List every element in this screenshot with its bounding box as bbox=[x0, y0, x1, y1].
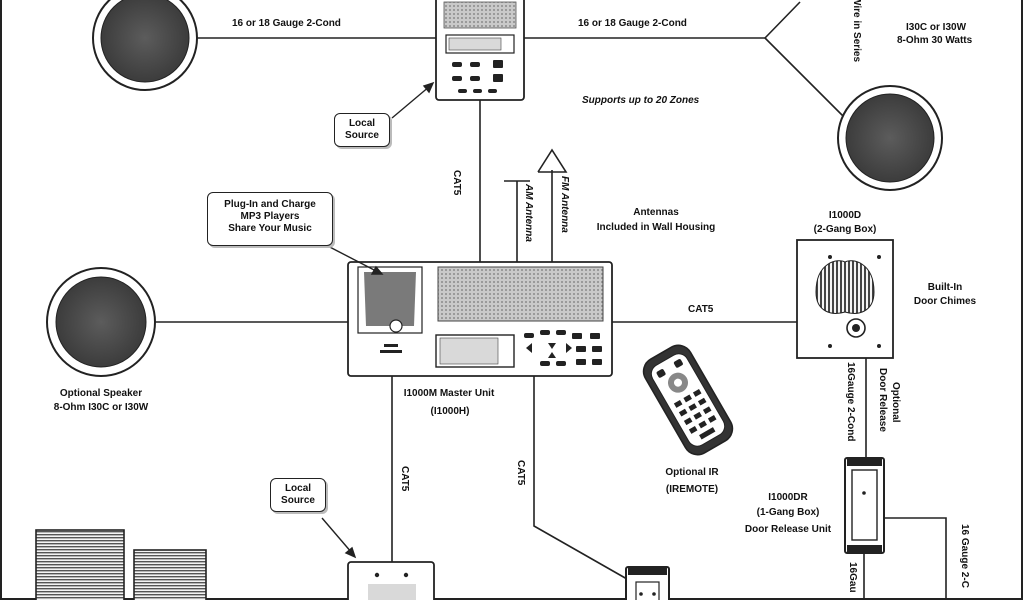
label-wire-top-left: 16 or 18 Gauge 2-Cond bbox=[232, 18, 341, 29]
speaker-top-right bbox=[837, 85, 943, 191]
callout-plugin-line3: Share Your Music bbox=[228, 223, 312, 234]
label-optional-speaker-spec: 8-Ohm I30C or I30W bbox=[53, 402, 149, 413]
wall-speaker-large bbox=[35, 529, 125, 600]
label-speaker-top-right-spec: 8-Ohm 30 Watts bbox=[897, 35, 973, 46]
master-unit bbox=[347, 261, 613, 377]
wires bbox=[155, 1, 947, 600]
label-wire-top-right: 16 or 18 Gauge 2-Cond bbox=[578, 18, 687, 29]
label-master-unit: I1000M Master Unit bbox=[403, 388, 495, 399]
callout-local-source-bottom: Local Source bbox=[270, 478, 326, 512]
wire-series-down bbox=[764, 37, 846, 119]
label-i1000dr-title: Door Release Unit bbox=[744, 524, 832, 535]
label-door-chimes: Door Chimes bbox=[913, 296, 977, 307]
wire-cat5-bottom-mid bbox=[533, 376, 635, 584]
label-optional-speaker: Optional Speaker bbox=[59, 388, 143, 399]
callout-local-source-top: Local Source bbox=[334, 113, 390, 147]
wire-series-up bbox=[764, 1, 801, 39]
callout-arrows bbox=[321, 81, 435, 559]
antennas bbox=[504, 148, 568, 262]
label-antennas-title: Antennas bbox=[633, 207, 679, 218]
bottom-door-unit bbox=[625, 566, 670, 600]
callout-local-source-top-line2: Source bbox=[345, 130, 379, 141]
label-antennas-note: Included in Wall Housing bbox=[596, 222, 716, 233]
fm-antenna-triangle bbox=[537, 148, 568, 173]
label-cat5-right: CAT5 bbox=[688, 304, 714, 315]
label-gauge-vertical: 16Gauge 2-Cond bbox=[845, 362, 856, 442]
callout-plugin-mp3: Plug-In and Charge MP3 Players Share You… bbox=[207, 192, 333, 246]
label-cat5-bottom-left: CAT5 bbox=[399, 466, 410, 492]
room-station-top bbox=[435, 0, 525, 101]
door-release-unit bbox=[844, 457, 885, 554]
label-optional-door-release-1: Optional bbox=[890, 382, 901, 423]
wall-speaker-small bbox=[133, 549, 207, 600]
callout-local-source-bottom-line2: Source bbox=[281, 495, 315, 506]
label-i1000d-model: I1000D bbox=[828, 210, 862, 221]
label-optional-ir: Optional IR bbox=[665, 467, 719, 478]
callout-plugin-line1: Plug-In and Charge bbox=[224, 199, 316, 210]
label-optional-door-release-2: Door Release bbox=[877, 368, 888, 432]
callout-plugin-line2: MP3 Players bbox=[240, 211, 300, 222]
label-builtin: Built-In bbox=[927, 282, 963, 293]
label-gauge-bottom: 16Gau bbox=[847, 562, 858, 593]
label-gauge-right: 16 Gauge 2-C bbox=[959, 524, 970, 588]
ir-remote bbox=[642, 344, 734, 456]
label-am-antenna: AM Antenna bbox=[523, 184, 534, 242]
label-cat5-bottom-mid: CAT5 bbox=[515, 460, 526, 486]
label-cat5-top: CAT5 bbox=[451, 170, 462, 196]
speaker-optional bbox=[46, 267, 156, 377]
label-fm-antenna: FM Antenna bbox=[559, 176, 570, 233]
room-station-bottom bbox=[347, 561, 435, 600]
label-speaker-top-right-model: I30C or I30W bbox=[906, 22, 967, 33]
label-i1000d-box: (2-Gang Box) bbox=[813, 224, 877, 235]
label-i1000dr-model: I1000DR bbox=[768, 492, 808, 503]
speaker-top-left bbox=[92, 0, 198, 91]
callout-local-source-bottom-line1: Local bbox=[284, 483, 312, 494]
label-i1000dr-box: (1-Gang Box) bbox=[756, 507, 820, 518]
wire-gauge-right bbox=[884, 517, 947, 600]
door-station-i1000d bbox=[796, 239, 894, 359]
label-supports-zones: Supports up to 20 Zones bbox=[582, 95, 700, 106]
label-optional-ir-model: (IREMOTE) bbox=[665, 484, 719, 495]
label-master-unit-model: (I1000H) bbox=[430, 406, 470, 417]
callout-local-source-top-line1: Local bbox=[348, 118, 376, 129]
label-wire-in-series: Wire in Series bbox=[851, 0, 862, 63]
